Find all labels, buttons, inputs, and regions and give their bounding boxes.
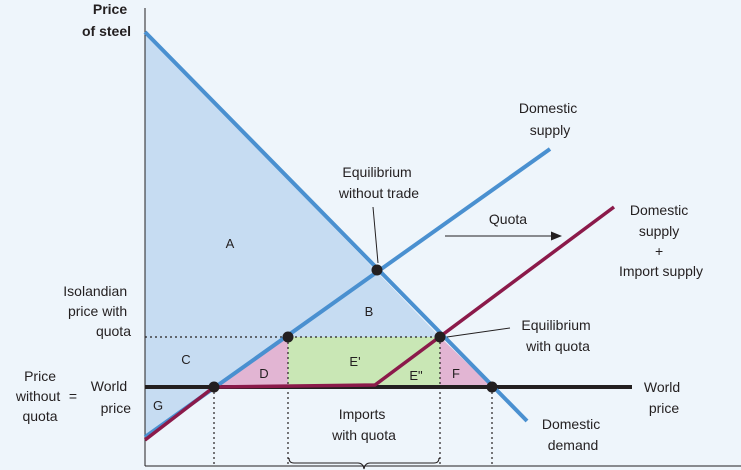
region-e-fill xyxy=(288,337,440,387)
imports-with-quota-label: Imports with quota xyxy=(331,406,396,443)
region-c-label: C xyxy=(181,352,190,367)
isolandian-price-label: Isolandian price with quota xyxy=(63,283,131,339)
eq-quota-label: Equilibrium with quota xyxy=(521,317,594,354)
domestic-demand-line xyxy=(143,30,529,423)
region-f-label: F xyxy=(452,366,460,381)
combined-supply-label: Domestic supply + Import supply xyxy=(619,202,703,279)
eq-no-trade-dot xyxy=(371,264,383,276)
supply-quota-dot xyxy=(282,331,294,343)
world-price-left-label: World price xyxy=(91,378,131,416)
demand-world-dot xyxy=(486,381,498,393)
imports-bracket xyxy=(288,457,440,470)
combined-supply-line xyxy=(143,205,616,442)
equals-sign: = xyxy=(69,388,77,404)
eq-quota-dot xyxy=(434,331,446,343)
y-axis-title: Price of steel xyxy=(82,1,131,39)
region-a-label: A xyxy=(226,236,235,251)
price-without-quota-label: Price without quota xyxy=(15,368,64,424)
world-price-right-label: World price xyxy=(644,379,684,416)
domestic-demand-label: Domestic demand xyxy=(542,416,604,453)
region-e2-label: E" xyxy=(409,368,423,383)
quota-label: Quota xyxy=(489,211,527,227)
region-d-label: D xyxy=(259,366,268,381)
eq-no-trade-pointer xyxy=(372,206,379,264)
domestic-supply-label: Domestic supply xyxy=(519,100,581,138)
quota-arrowhead xyxy=(551,231,562,241)
eq-quota-pointer xyxy=(446,327,511,338)
region-g-label: G xyxy=(153,398,163,413)
region-e1-label: E' xyxy=(349,354,360,369)
supply-world-dot xyxy=(208,381,220,393)
region-b-label: B xyxy=(365,304,374,319)
eq-no-trade-label: Equilibrium without trade xyxy=(338,164,419,201)
region-c-fill xyxy=(145,337,288,387)
